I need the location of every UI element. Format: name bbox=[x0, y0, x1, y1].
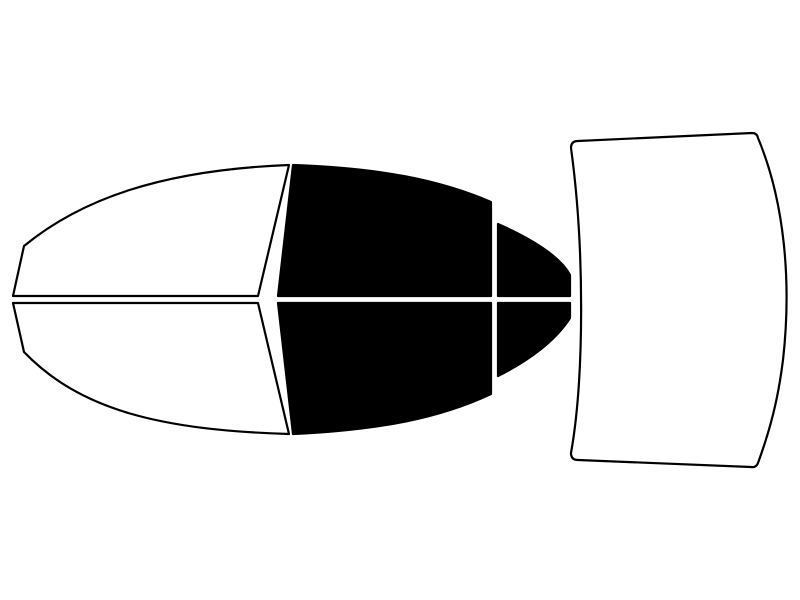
front-door-upper-pane bbox=[276, 163, 493, 298]
windshield-lower-pane bbox=[11, 301, 291, 436]
rear-quarter-lower-pane bbox=[496, 301, 572, 378]
rear-quarter-upper-pane bbox=[496, 222, 572, 298]
front-door-lower-pane bbox=[276, 301, 493, 436]
windshield-upper-pane bbox=[11, 163, 291, 298]
rear-window-pane bbox=[569, 131, 788, 469]
